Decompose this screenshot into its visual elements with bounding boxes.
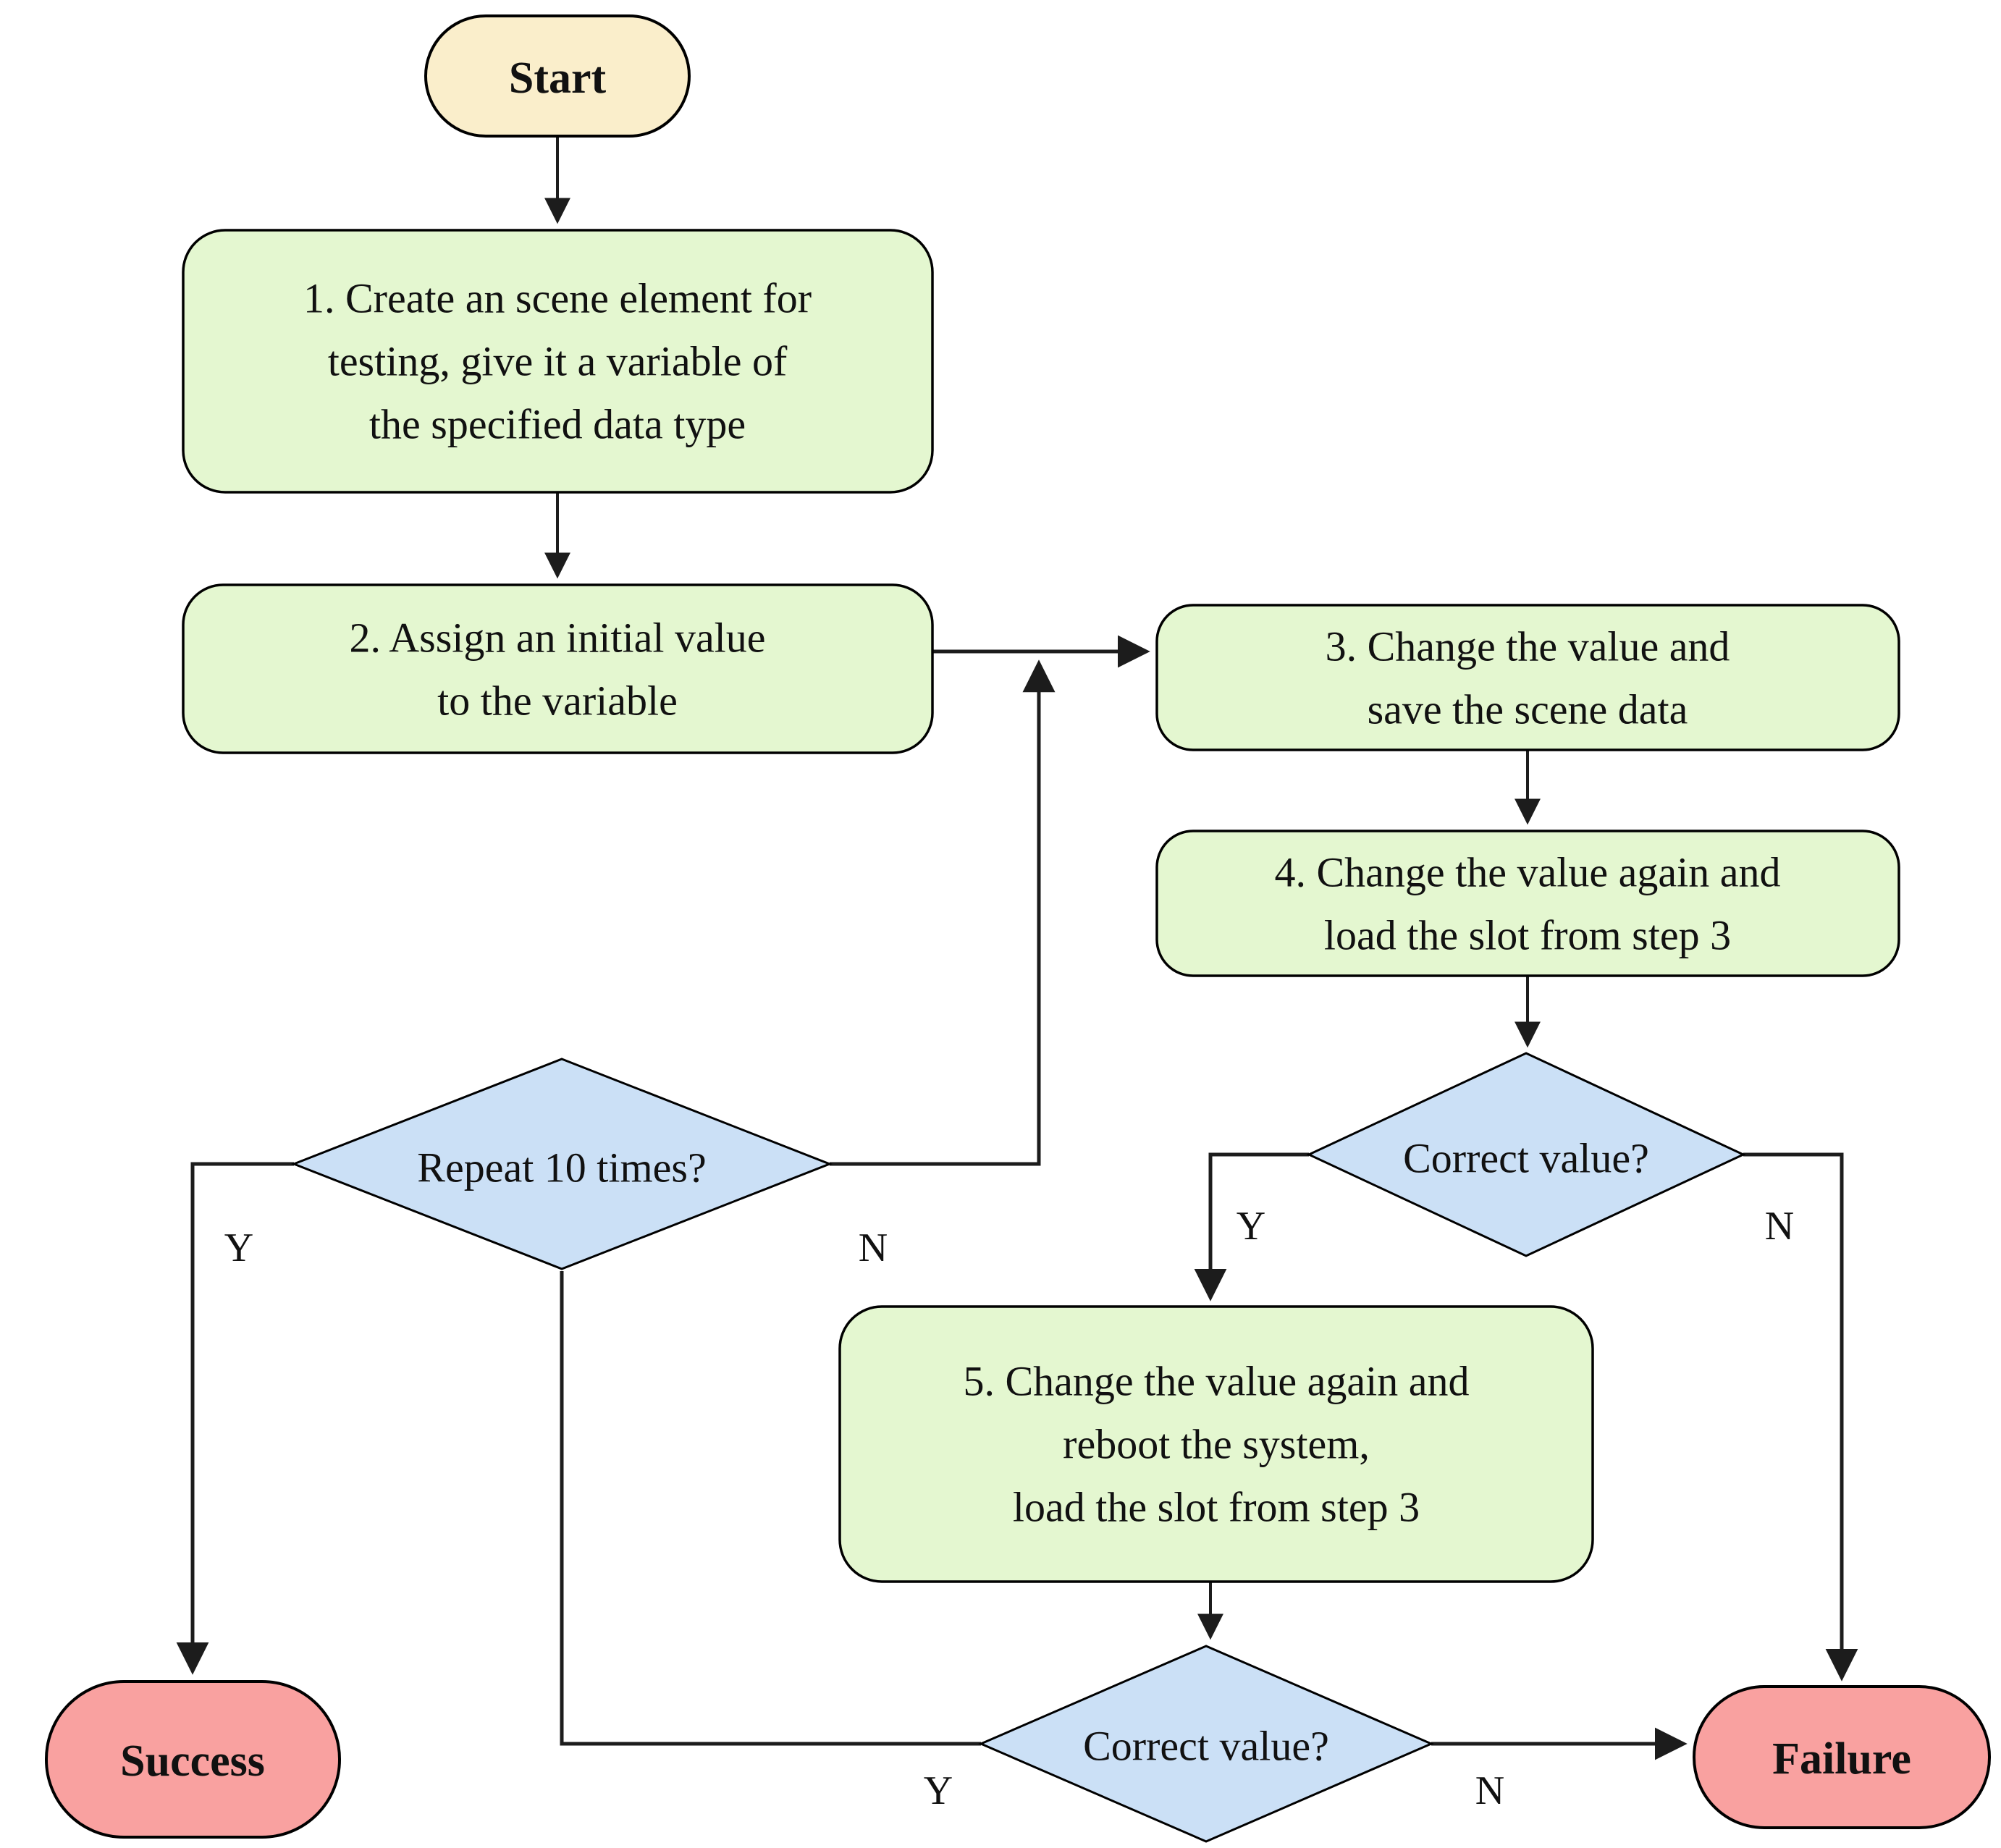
decision-repeat-10-times-yes-label: Y xyxy=(224,1225,253,1270)
process-step-4-line2: load the slot from step 3 xyxy=(1324,912,1731,959)
success-terminator xyxy=(45,1680,341,1839)
process-step-5-line2: reboot the system, xyxy=(1063,1421,1370,1468)
process-step-4-line1: 4. Change the value again and xyxy=(1275,849,1781,896)
success-label: Success xyxy=(120,1737,265,1786)
process-step-3-line1: 3. Change the value and xyxy=(1326,623,1730,670)
connector-decision1-yes-to-step5 xyxy=(1194,1152,1309,1301)
process-step-4 xyxy=(1155,830,1900,977)
decision-correct-value-1 xyxy=(1306,1052,1746,1257)
process-step-2 xyxy=(182,583,934,754)
connector-decision2-yes-to-repeat xyxy=(560,1271,981,1746)
failure-terminator xyxy=(1693,1685,1991,1829)
process-step-1-line1: 1. Create an scene element for xyxy=(303,275,812,322)
process-step-2-line2: to the variable xyxy=(437,678,678,725)
start-label: Start xyxy=(509,54,607,103)
process-step-2-line1: 2. Assign an initial value xyxy=(349,615,765,662)
process-step-5-line3: load the slot from step 3 xyxy=(1013,1484,1420,1531)
process-step-1-line3: the specified data type xyxy=(369,401,746,448)
decision-repeat-10-times xyxy=(290,1058,833,1270)
process-step-1 xyxy=(182,229,934,494)
start-terminator xyxy=(424,14,691,138)
connector-repeat-no-loopback xyxy=(830,659,1056,1166)
decision-correct-value-1-yes-label: Y xyxy=(1237,1204,1265,1249)
decision-correct-value-2-no-label: N xyxy=(1475,1768,1504,1813)
process-step-3-line2: save the scene data xyxy=(1368,686,1688,733)
decision-repeat-10-times-no-label: N xyxy=(859,1225,888,1270)
decision-correct-value-1-label: Correct value? xyxy=(1403,1135,1649,1182)
connector-repeat-yes-to-success xyxy=(176,1162,294,1675)
process-step-5-line1: 5. Change the value again and xyxy=(964,1358,1470,1405)
decision-correct-value-2 xyxy=(978,1645,1434,1843)
failure-label: Failure xyxy=(1772,1734,1911,1784)
decision-correct-value-2-yes-label: Y xyxy=(924,1768,953,1813)
decision-correct-value-1-no-label: N xyxy=(1765,1204,1794,1249)
process-step-3 xyxy=(1155,604,1900,751)
connector-decision1-no-to-failure xyxy=(1743,1152,1858,1682)
process-step-1-line2: testing, give it a variable of xyxy=(328,338,788,385)
process-step-5 xyxy=(838,1305,1594,1583)
decision-repeat-10-times-label: Repeat 10 times? xyxy=(417,1144,706,1191)
decision-correct-value-2-label: Correct value? xyxy=(1083,1723,1329,1770)
